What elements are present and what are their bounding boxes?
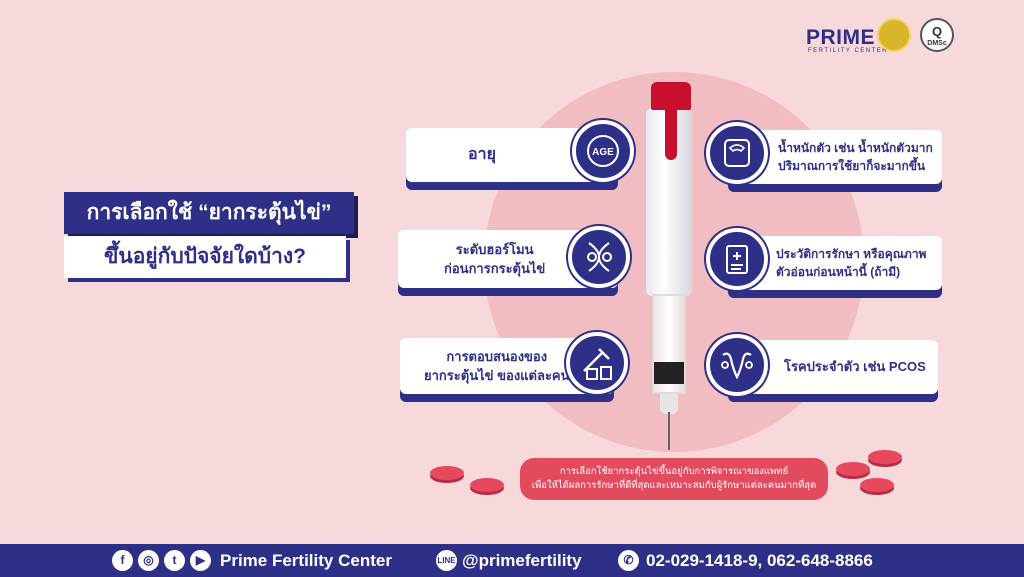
title-line-1: การเลือกใช้ “ยากระตุ้นไข่”	[64, 192, 354, 234]
brand-tagline: FERTILITY CENTER	[808, 48, 889, 54]
gold-seal-icon	[877, 18, 911, 52]
age-icon: AGE	[572, 120, 634, 182]
title-line-2: ขึ้นอยู่กับปัจจัยใดบ้าง?	[64, 236, 346, 278]
center-name[interactable]: Prime Fertility Center	[220, 551, 392, 570]
factor-label-response: การตอบสนองของ ยากระตุ้นไข่ ของแต่ละคน	[424, 349, 570, 383]
pill-icon	[470, 478, 504, 492]
injection-pen-needle	[668, 412, 670, 450]
factor-label-weight: น้ำหนักตัว เช่น น้ำหนักตัวมาก ปริมาณการใ…	[778, 141, 933, 173]
phone-icon[interactable]: ✆	[618, 550, 639, 571]
svg-text:AGE: AGE	[592, 147, 614, 158]
factor-label-hormone: ระดับฮอร์โมน ก่อนการกระตุ้นไข่	[444, 242, 546, 276]
twitter-icon[interactable]: t	[164, 550, 185, 571]
phone-numbers[interactable]: 02-029-1418-9, 062-648-8866	[646, 551, 873, 570]
doctor-note-line-2: เพื่อให้ได้ผลการรักษาที่ดีที่สุดและเหมาะ…	[531, 480, 817, 491]
footer-bar: f ◎ t ▶ Prime Fertility Center LINE @pri…	[0, 544, 1024, 577]
factor-label-age: อายุ	[468, 146, 496, 163]
brand-name: PRIME	[806, 26, 876, 49]
facebook-icon[interactable]: f	[112, 550, 133, 571]
factor-label-history: ประวัติการรักษา หรือคุณภาพ ตัวอ่อนก่อนหน…	[776, 247, 927, 279]
doctor-note: การเลือกใช้ยากระตุ้นไข่ขึ้นอยู่กับการพิจ…	[520, 458, 828, 500]
injection-pen-tip	[660, 394, 678, 414]
injection-vial-icon	[566, 332, 628, 394]
medical-record-icon	[706, 228, 768, 290]
line-icon[interactable]: LINE	[436, 550, 457, 571]
pill-icon	[868, 450, 902, 464]
hormone-icon	[568, 226, 630, 288]
pill-icon	[860, 478, 894, 492]
pill-icon	[836, 462, 870, 476]
uterus-icon	[706, 334, 768, 396]
line-id[interactable]: @primefertility	[462, 551, 582, 570]
doctor-note-line-1: การเลือกใช้ยากระตุ้นไข่ขึ้นอยู่กับการพิจ…	[559, 466, 789, 477]
pill-icon	[430, 466, 464, 480]
injection-pen-band	[654, 362, 684, 384]
injection-pen-clip	[665, 104, 677, 160]
youtube-icon[interactable]: ▶	[190, 550, 211, 571]
weight-scale-icon	[706, 122, 768, 184]
factor-label-disease: โรคประจำตัว เช่น PCOS	[784, 359, 926, 374]
instagram-icon[interactable]: ◎	[138, 550, 159, 571]
